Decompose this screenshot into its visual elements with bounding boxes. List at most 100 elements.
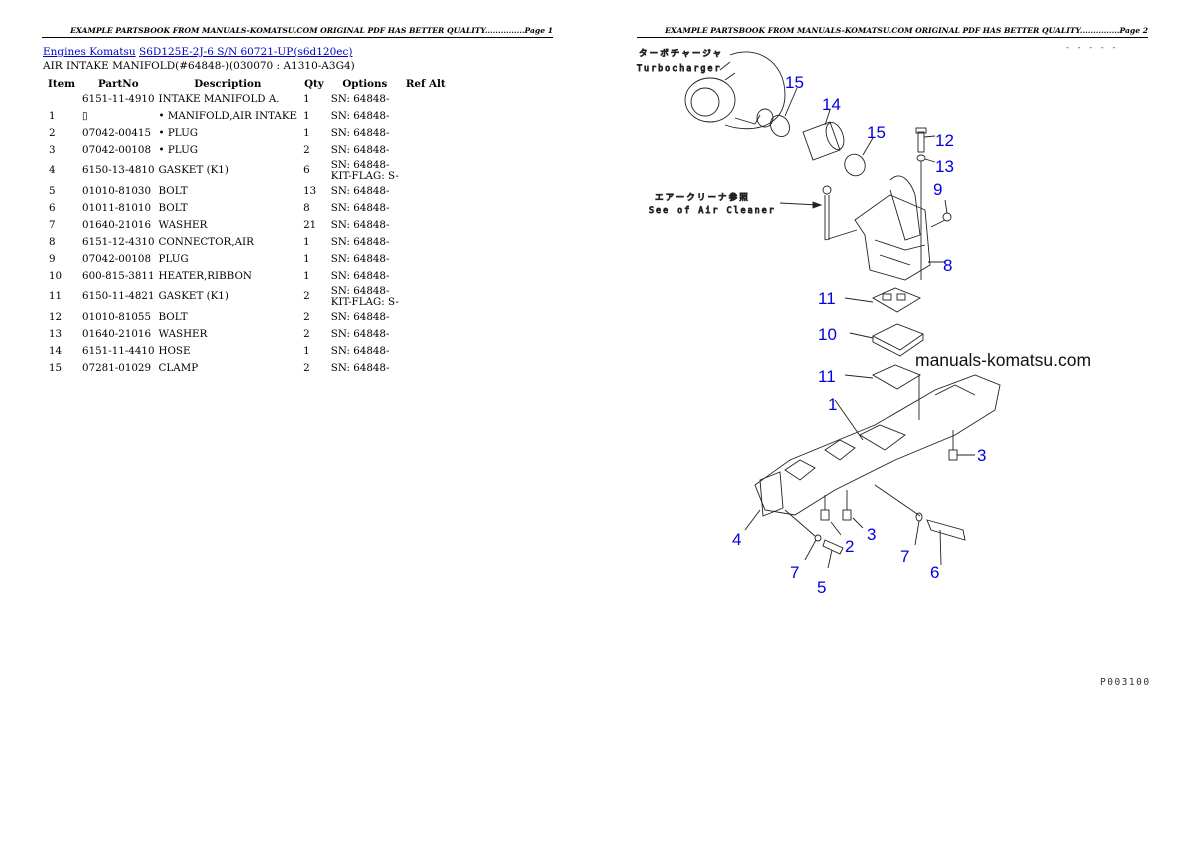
callout-4: 4: [732, 530, 741, 549]
cell-description: BOLT: [158, 201, 188, 214]
cell-ref-alt: [401, 91, 451, 108]
cell-description: BOLT: [158, 184, 188, 197]
table-row: 6 01011-81010 BOLT 8 SN: 64848-: [43, 200, 451, 217]
callout-1: 1: [828, 395, 837, 414]
cell-ref-alt: [401, 326, 451, 343]
cell-item: 10: [49, 269, 63, 282]
cell-ref-alt: [401, 251, 451, 268]
cell-item: 2: [49, 126, 56, 139]
cell-description: CLAMP: [158, 361, 199, 374]
air-cleaner-jp-label: エアークリーナ参照: [655, 191, 750, 203]
cell-partno: 01640-21016: [82, 218, 152, 231]
cell-qty: 2: [303, 327, 310, 340]
exploded-parts-diagram: ターボチャージャ Turbocharger エアークリーナ参照: [635, 40, 1155, 700]
callout-11: 11: [818, 289, 836, 308]
table-row: 1 ▯ • MANIFOLD,AIR INTAKE 1 SN: 64848-: [43, 108, 451, 125]
cell-description: • PLUG: [158, 126, 198, 139]
callout-12: 12: [935, 131, 954, 150]
cell-description: • MANIFOLD,AIR INTAKE: [158, 109, 298, 122]
callout-6: 6: [930, 563, 939, 582]
cell-partno: 01010-81055: [82, 310, 152, 323]
cell-item: 13: [49, 327, 63, 340]
cell-description: HEATER,RIBBON: [158, 269, 252, 282]
cell-ref-alt: [401, 343, 451, 360]
cell-partno: 07042-00108: [82, 252, 152, 265]
cell-options: SN: 64848-: [330, 310, 390, 323]
cell-description: BOLT: [158, 310, 188, 323]
callout-3: 3: [867, 525, 876, 544]
cell-qty: 1: [303, 92, 310, 105]
cell-item: [43, 91, 80, 108]
callout-8: 8: [943, 256, 952, 275]
cell-options: SN: 64848-: [330, 235, 390, 248]
cell-ref-alt: [401, 125, 451, 142]
cell-qty: 2: [303, 310, 310, 323]
header-qty: Qty: [304, 78, 324, 90]
cell-ref-alt: [401, 159, 451, 183]
callout-2: 2: [845, 537, 854, 556]
cell-options: SN: 64848-: [330, 184, 390, 197]
cell-partno: 6151-11-4410: [82, 344, 155, 357]
cell-partno: ▯: [82, 109, 88, 122]
callout-14: 14: [822, 95, 841, 114]
page-2: EXAMPLE PARTSBOOK FROM MANUALS-KOMATSU.C…: [595, 0, 1190, 842]
callout-11: 11: [818, 367, 836, 386]
turbocharger-en-label: Turbocharger: [637, 63, 722, 73]
cell-item: 6: [49, 201, 56, 214]
cell-qty: 1: [303, 269, 310, 282]
cell-qty: 21: [303, 218, 317, 231]
cell-qty: 1: [303, 235, 310, 248]
cell-options: SN: 64848-: [330, 126, 390, 139]
cell-description: HOSE: [158, 344, 191, 357]
page-1: EXAMPLE PARTSBOOK FROM MANUALS-KOMATSU.C…: [42, 26, 553, 377]
drawing-code: P003100: [1100, 677, 1151, 688]
cell-qty: 1: [303, 109, 310, 122]
cell-options: SN: 64848-: [330, 143, 390, 156]
breadcrumb-link-model[interactable]: S6D125E-2J-6 S/N 60721-UP(s6d120ec): [139, 46, 353, 58]
callout-7: 7: [900, 547, 909, 566]
cell-qty: 2: [303, 143, 310, 156]
header-options: Options: [342, 78, 388, 90]
cell-qty: 13: [303, 184, 317, 197]
table-row: 6151-11-4910 INTAKE MANIFOLD A. 1 SN: 64…: [43, 91, 451, 108]
cell-item: 4: [49, 164, 56, 177]
cell-partno: 600-815-3811: [82, 269, 155, 282]
cell-ref-alt: [401, 285, 451, 309]
cell-ref-alt: [401, 360, 451, 377]
table-row: 9 07042-00108 PLUG 1 SN: 64848-: [43, 251, 451, 268]
table-row: 8 6151-12-4310 CONNECTOR,AIR 1 SN: 64848…: [43, 234, 451, 251]
callout-3: 3: [977, 446, 986, 465]
table-header-row: Item PartNo Description Qty Options Ref …: [43, 77, 451, 91]
cell-partno: 07042-00415: [82, 126, 152, 139]
table-row: 4 6150-13-4810 GASKET (K1) 6 SN: 64848-K…: [43, 159, 451, 183]
callout-5: 5: [817, 578, 826, 597]
table-row: 3 07042-00108 • PLUG 2 SN: 64848-: [43, 142, 451, 159]
table-row: 14 6151-11-4410 HOSE 1 SN: 64848-: [43, 343, 451, 360]
table-row: 13 01640-21016 WASHER 2 SN: 64848-: [43, 326, 451, 343]
callout-15: 15: [867, 123, 886, 142]
cell-partno: 01640-21016: [82, 327, 152, 340]
cell-item: 5: [49, 184, 56, 197]
cell-ref-alt: [401, 217, 451, 234]
breadcrumb-link-engines[interactable]: Engines Komatsu: [43, 46, 136, 58]
header-partno: PartNo: [97, 78, 139, 90]
cell-partno: 6151-11-4910: [82, 92, 155, 105]
callout-9: 9: [933, 180, 942, 199]
cell-description: CONNECTOR,AIR: [158, 235, 254, 248]
cell-item: 1: [49, 109, 56, 122]
cell-ref-alt: [401, 309, 451, 326]
cell-item: 11: [49, 290, 63, 303]
cell-qty: 2: [303, 290, 310, 303]
watermark: manuals-komatsu.com: [915, 350, 1092, 371]
cell-item: 3: [49, 143, 56, 156]
cell-partno: 01010-81030: [82, 184, 152, 197]
cell-ref-alt: [401, 234, 451, 251]
table-row: 7 01640-21016 WASHER 21 SN: 64848-: [43, 217, 451, 234]
cell-item: 14: [49, 344, 63, 357]
cell-item: 12: [49, 310, 63, 323]
cell-options: SN: 64848-: [330, 252, 390, 265]
header-item: Item: [48, 78, 76, 90]
cell-partno: 6150-11-4821: [82, 290, 155, 303]
cell-options: SN: 64848-: [330, 218, 390, 231]
cell-description: PLUG: [158, 252, 189, 265]
